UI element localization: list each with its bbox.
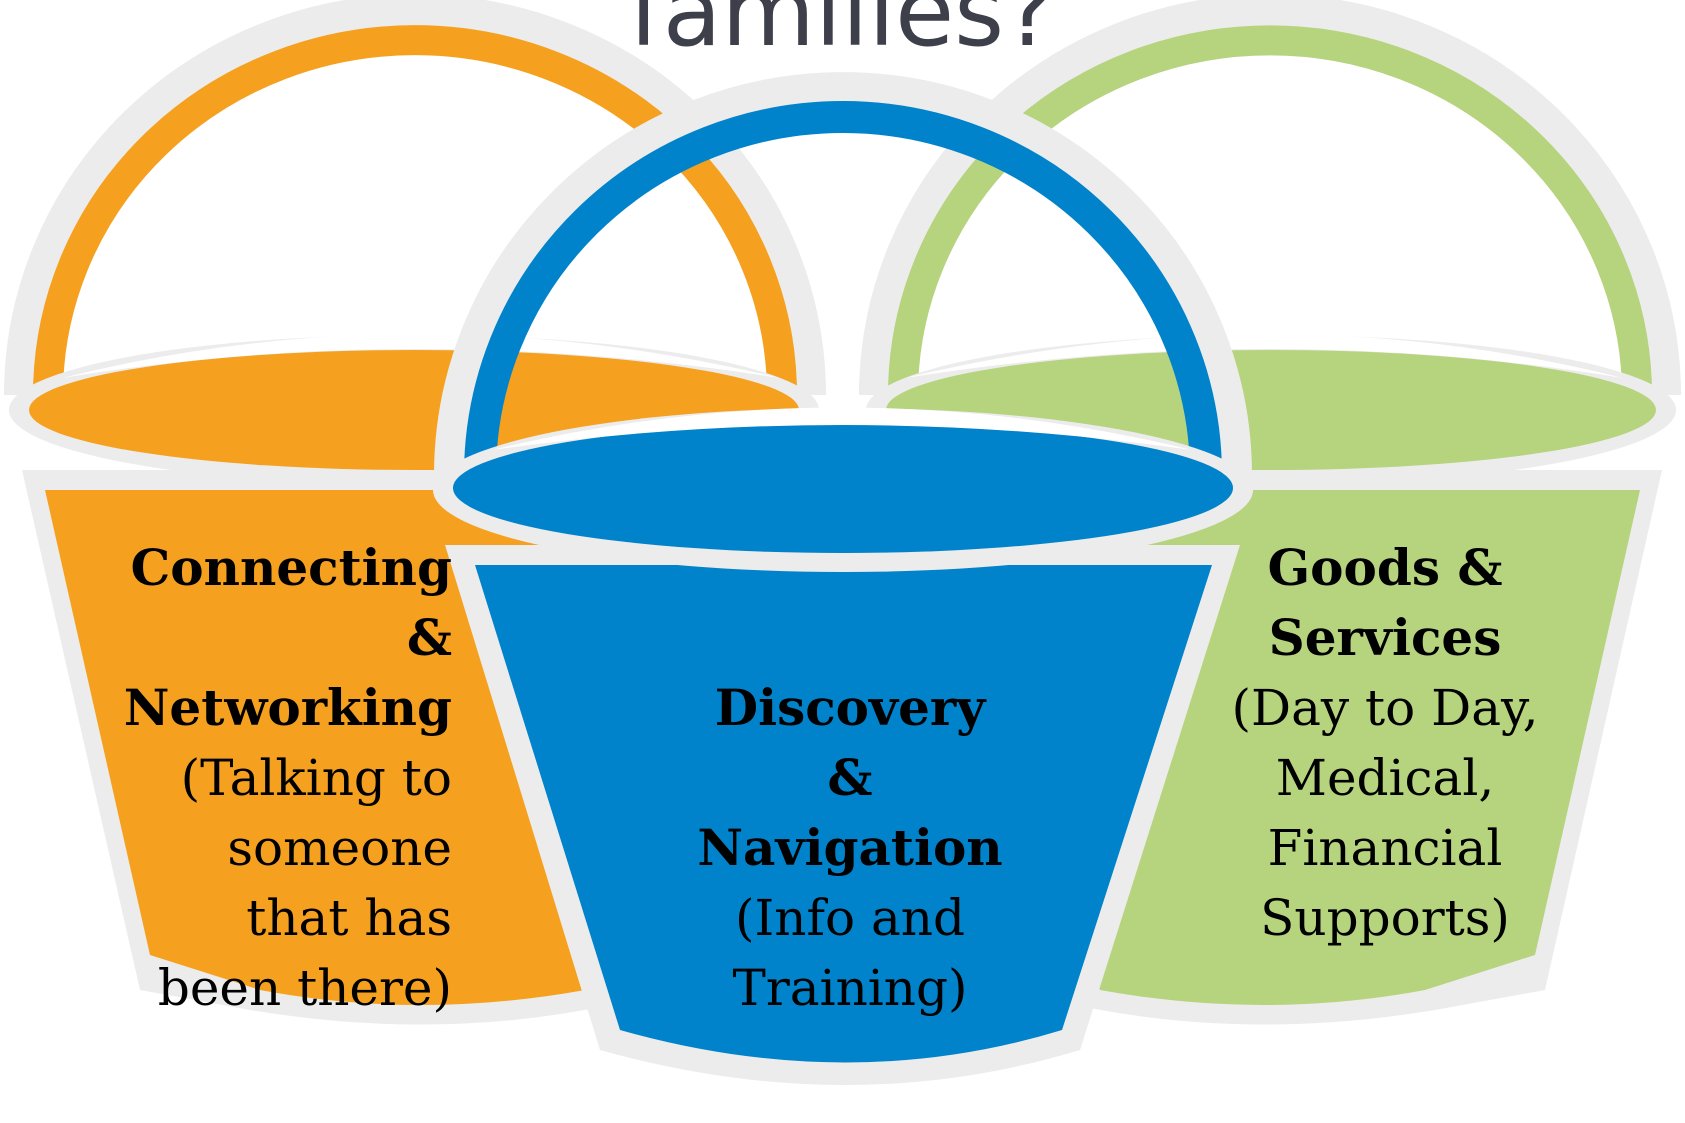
goods-detail-line: Supports) (1260, 889, 1510, 947)
bucket-center-handle (464, 101, 1222, 476)
bucket-right-label: Goods & Services (Day to Day, Medical, Finan… (1231, 538, 1538, 947)
goods-detail-line: Financial (1268, 819, 1503, 877)
discovery-detail-line: Training) (733, 959, 968, 1017)
bucket-left-label: Connecting & Networking (Talking to someone t… (124, 538, 452, 1017)
connecting-detail-line: that has (246, 889, 452, 947)
connecting-heading-line: Networking (124, 678, 452, 737)
connecting-detail-line: been there) (158, 959, 452, 1017)
connecting-detail-line: (Talking to (181, 749, 452, 807)
discovery-heading-line: Discovery (715, 678, 988, 737)
connecting-heading-line: Connecting (130, 538, 452, 597)
bucket-right-handle (888, 25, 1652, 396)
bucket-right-opening (905, 334, 1623, 378)
discovery-detail-line: (Info and (735, 889, 965, 947)
bucket-center-handle-outline (434, 72, 1252, 476)
bucket-center-opening (492, 407, 1192, 450)
slide-title: families? (629, 0, 1055, 68)
bucket-center-rim (453, 423, 1233, 553)
bucket-left-opening (62, 334, 780, 378)
bucket-center-body (475, 565, 1212, 1063)
discovery-heading-line: Navigation (697, 818, 1002, 877)
bucket-left-handle (33, 25, 797, 396)
discovery-heading-line: & (827, 748, 872, 807)
connecting-heading-line: & (407, 608, 452, 667)
goods-heading-line: Services (1269, 608, 1502, 667)
bucket-right-handle-outline (859, 0, 1681, 396)
goods-detail-line: Medical, (1276, 749, 1494, 807)
bucket-discovery-navigation (433, 72, 1253, 1085)
goods-heading-line: Goods & (1267, 538, 1502, 597)
connecting-detail-line: someone (227, 819, 452, 877)
bucket-left-handle-outline (4, 0, 826, 396)
goods-detail-line: (Day to Day, (1231, 679, 1538, 737)
